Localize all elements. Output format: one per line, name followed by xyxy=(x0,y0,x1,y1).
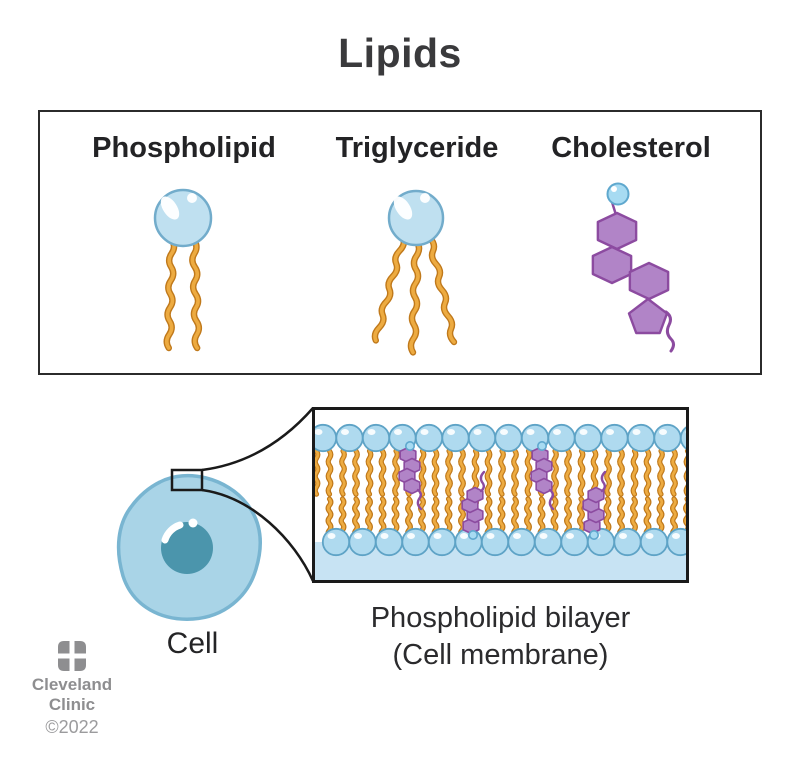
phospholipid-icon xyxy=(153,188,213,352)
bilayer-head-spheres xyxy=(315,423,686,557)
logo-text-line2: Clinic xyxy=(48,695,96,714)
membrane-cholesterol xyxy=(582,470,607,541)
lipid-type-label-phospholipid: Phospholipid xyxy=(92,132,276,164)
bilayer-caption-line2: (Cell membrane) xyxy=(392,639,609,671)
membrane-cholesterol xyxy=(530,440,555,511)
cholesterol-rings xyxy=(591,211,670,335)
cell-label: Cell xyxy=(166,627,219,660)
bilayer-panel xyxy=(312,407,689,583)
bilayer-tails xyxy=(315,448,686,539)
diagram-title: Lipids xyxy=(338,30,462,76)
lipid-type-label-triglyceride: Triglyceride xyxy=(335,132,499,164)
cleveland-clinic-logo: Cleveland Clinic ©2022 xyxy=(20,641,124,739)
bilayer-caption-line1: Phospholipid bilayer xyxy=(370,602,631,634)
phospholipid-head xyxy=(153,188,213,248)
logo-text-line1: Cleveland xyxy=(31,675,113,694)
cholesterol-icon xyxy=(591,182,675,353)
bilayer-cholesterols xyxy=(398,440,607,541)
phospholipid-tails xyxy=(163,236,203,352)
triglyceride-head xyxy=(387,189,445,247)
membrane-cholesterol xyxy=(461,470,486,541)
cell-nucleus xyxy=(161,522,213,574)
cholesterol-tail-squiggle xyxy=(664,310,675,353)
logo-copyright: ©2022 xyxy=(45,717,99,737)
triglyceride-icon xyxy=(371,189,458,356)
cleveland-clinic-logo-icon xyxy=(58,641,86,671)
lipid-types-panel: Phospholipid Triglyceride Cholesterol xyxy=(38,110,762,375)
membrane-cholesterol xyxy=(398,440,423,511)
bilayer-illustration xyxy=(315,423,686,580)
cell-illustration xyxy=(116,473,262,621)
cholesterol-hydroxyl-dot xyxy=(606,182,630,206)
lipid-type-label-cholesterol: Cholesterol xyxy=(551,132,711,164)
bilayer-caption: Phospholipid bilayer (Cell membrane) xyxy=(302,600,699,674)
triglyceride-tails xyxy=(371,234,458,356)
